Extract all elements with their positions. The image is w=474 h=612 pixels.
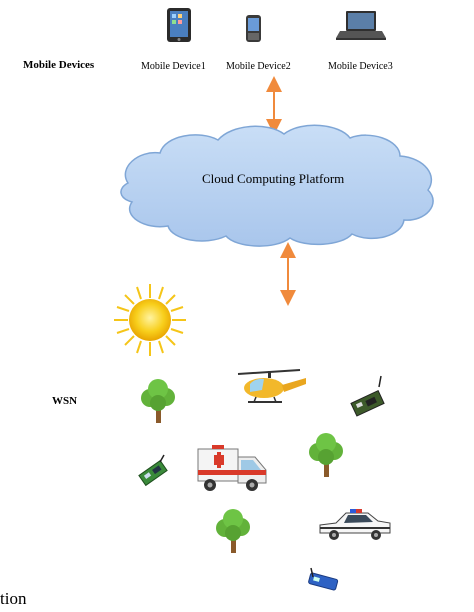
tree-icon [216, 509, 250, 553]
police-car-icon [319, 509, 391, 540]
cloud-platform-label: Cloud Computing Platform [202, 171, 345, 186]
smartphone-icon [246, 15, 261, 42]
laptop-icon [336, 11, 386, 40]
tablet-icon [167, 8, 191, 42]
device2-label: Mobile Device2 [226, 61, 291, 72]
sensor-node-icon [350, 375, 385, 417]
wsn-label: WSN [52, 395, 78, 407]
device3-label: Mobile Device3 [328, 61, 393, 72]
helicopter-icon [237, 369, 306, 403]
sun-icon [114, 284, 186, 356]
sensor-node-icon [308, 567, 339, 591]
tree-icon [141, 379, 175, 423]
caption-fragment: tion [0, 589, 27, 608]
sensor-node-icon [138, 454, 168, 487]
device1-label: Mobile Device1 [141, 61, 206, 72]
ambulance-icon [197, 445, 267, 491]
tree-icon [309, 433, 343, 477]
mobile-devices-label: Mobile Devices [23, 59, 95, 71]
cloud-shape [120, 124, 434, 247]
